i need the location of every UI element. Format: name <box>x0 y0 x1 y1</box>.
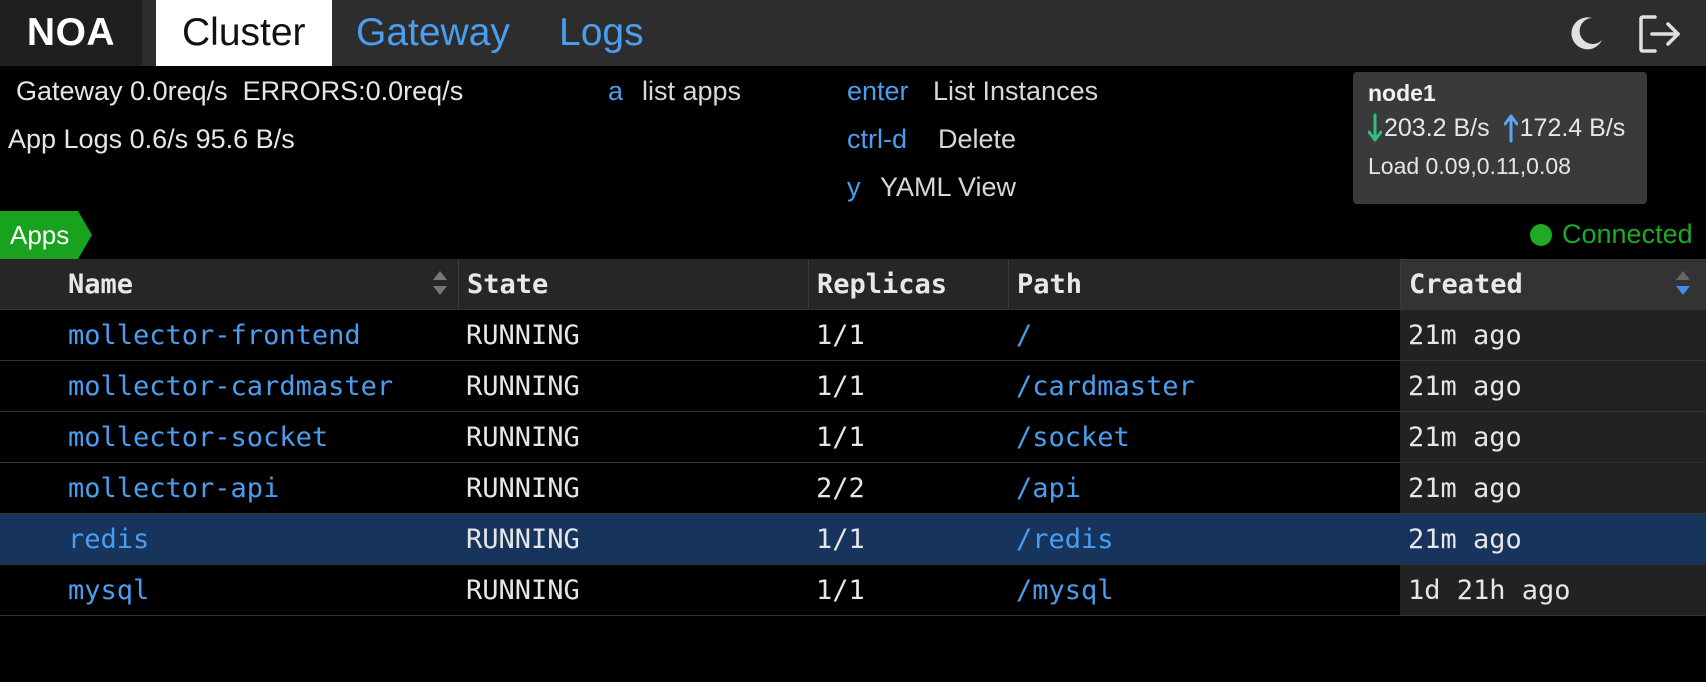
gateway-stats: Gateway 0.0req/s ERRORS:0.0req/s <box>16 76 464 106</box>
app-created: 21m ago <box>1400 310 1706 360</box>
app-replicas: 1/1 <box>816 421 865 453</box>
shortcut-label-list-instances: List Instances <box>933 76 1099 106</box>
apps-section-tag: Apps <box>0 211 92 259</box>
app-replicas: 1/1 <box>816 319 865 351</box>
table-row[interactable]: mollector-cardmaster RUNNING 1/1/cardmaste… <box>0 361 1706 412</box>
app-replicas: 1/1 <box>816 574 865 606</box>
node-traffic: 203.2 B/s 172.4 B/s <box>1368 113 1632 143</box>
shortcut-label-yaml-view: YAML View <box>880 172 1017 202</box>
app-state: RUNNING <box>466 421 580 453</box>
app-path-link[interactable]: /cardmaster <box>1016 370 1195 402</box>
shortcut-label-delete: Delete <box>938 124 1017 154</box>
column-header-replicas[interactable]: Replicas <box>808 259 1008 309</box>
brand-logo: NOA <box>0 0 142 66</box>
shortcut-key-y: y <box>847 172 861 202</box>
sort-descending-icon <box>1676 271 1690 295</box>
shortcut-key-ctrl-d: ctrl-d <box>847 124 907 154</box>
column-header-path[interactable]: Path <box>1008 259 1400 309</box>
app-state: RUNNING <box>466 472 580 504</box>
app-state: RUNNING <box>466 319 580 351</box>
table-header: Name State Replicas Path Created <box>0 259 1706 310</box>
node-load: Load 0.09,0.11,0.08 <box>1368 153 1571 179</box>
app-state: RUNNING <box>466 574 580 606</box>
arrow-down-icon <box>1368 113 1382 142</box>
shortcut-key-a: a <box>608 76 624 106</box>
node-status-card: node1 203.2 B/s 172.4 B/s Load 0.09,0.11… <box>1353 72 1647 204</box>
column-header-created[interactable]: Created <box>1400 259 1706 309</box>
top-nav: NOA Cluster Gateway Logs <box>0 0 1706 66</box>
node-download-rate: 203.2 B/s <box>1384 113 1490 142</box>
app-path-link[interactable]: /api <box>1016 472 1082 504</box>
app-state: RUNNING <box>466 523 580 555</box>
moon-icon[interactable] <box>1566 14 1606 54</box>
node-name: node1 <box>1368 80 1436 106</box>
app-path-link[interactable]: /redis <box>1016 523 1114 555</box>
connection-status-label: Connected <box>1562 219 1693 249</box>
app-name-link[interactable]: mollector-frontend <box>68 319 361 351</box>
app-name-link[interactable]: mollector-cardmaster <box>68 370 394 402</box>
logout-icon[interactable] <box>1638 14 1682 54</box>
shortcut-key-enter: enter <box>847 76 909 106</box>
tab-logs[interactable]: Logs <box>559 11 644 54</box>
tab-gateway[interactable]: Gateway <box>356 11 510 54</box>
app-path-link[interactable]: /socket <box>1016 421 1130 453</box>
app-replicas: 1/1 <box>816 370 865 402</box>
app-state: RUNNING <box>466 370 580 402</box>
status-dot-icon <box>1530 223 1552 246</box>
connection-status: Connected <box>1530 219 1693 250</box>
tab-cluster[interactable]: Cluster <box>156 0 332 66</box>
app-created: 21m ago <box>1400 412 1706 462</box>
app-created: 21m ago <box>1400 361 1706 411</box>
table-row[interactable]: redis RUNNING 1/1/redis 21m ago <box>0 514 1706 565</box>
app-created: 21m ago <box>1400 463 1706 513</box>
app-path-link[interactable]: / <box>1016 319 1033 351</box>
column-header-name[interactable]: Name <box>60 259 458 309</box>
table-row[interactable]: mollector-socket RUNNING 1/1/socket 21m ago <box>0 412 1706 463</box>
table-row[interactable]: mollector-api RUNNING 2/2/api 21m ago <box>0 463 1706 514</box>
table-row[interactable]: mysql RUNNING 1/1/mysql 1d 21h ago <box>0 565 1706 616</box>
app-name-link[interactable]: mollector-api <box>68 472 280 504</box>
arrow-up-icon <box>1503 114 1518 143</box>
apps-table: Name State Replicas Path Created mollect… <box>0 259 1706 616</box>
app-replicas: 1/1 <box>816 523 865 555</box>
app-created: 1d 21h ago <box>1400 565 1706 615</box>
app-name-link[interactable]: mysql <box>68 574 150 606</box>
shortcut-label-list-apps: list apps <box>642 76 742 106</box>
app-name-link[interactable]: mollector-socket <box>68 421 329 453</box>
node-upload-rate: 172.4 B/s <box>1519 113 1626 142</box>
app-name-link[interactable]: redis <box>68 523 150 555</box>
app-replicas: 2/2 <box>816 472 865 504</box>
app-path-link[interactable]: /mysql <box>1016 574 1114 606</box>
column-header-state[interactable]: State <box>458 259 808 309</box>
app-logs-stats: App Logs 0.6/s 95.6 B/s <box>8 124 295 154</box>
sort-neutral-icon <box>433 271 447 295</box>
app-created: 21m ago <box>1400 514 1706 564</box>
table-row[interactable]: mollector-frontend RUNNING 1/1 / 21m ago <box>0 310 1706 361</box>
